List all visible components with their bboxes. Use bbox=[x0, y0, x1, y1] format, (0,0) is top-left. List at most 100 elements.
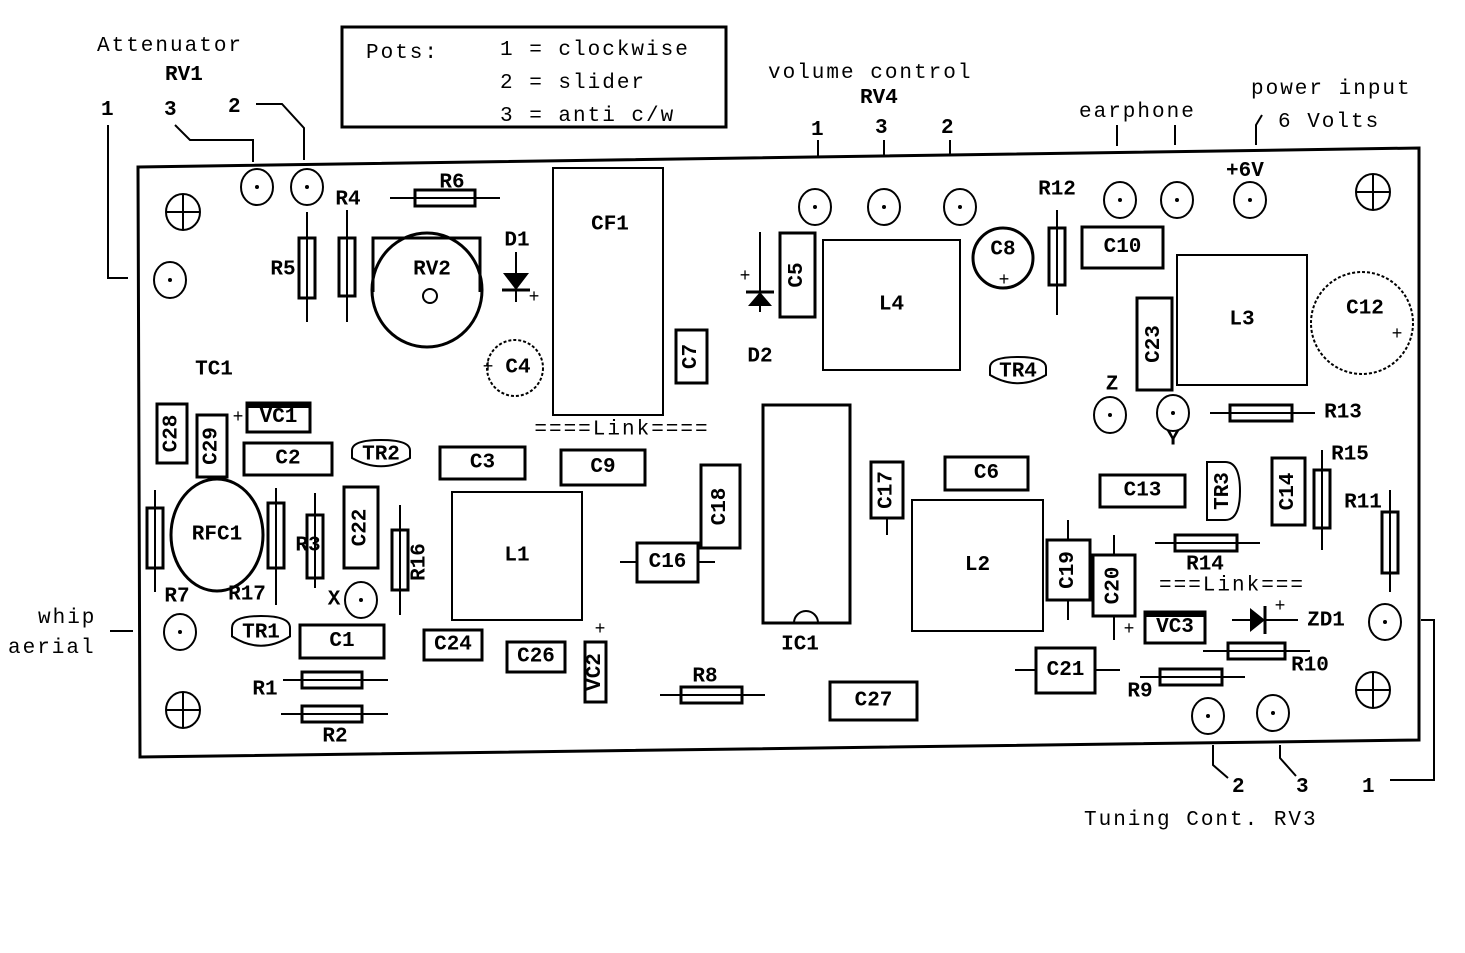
part-l4 bbox=[822, 239, 961, 371]
solder-pad bbox=[1156, 394, 1190, 432]
label-link1: ====Link==== bbox=[534, 419, 709, 442]
pad-hole bbox=[168, 278, 172, 282]
part-cf1 bbox=[552, 167, 664, 416]
rv4-label: RV4 bbox=[860, 87, 898, 110]
label-tc1: TC1 bbox=[195, 359, 233, 382]
label-rv2: RV2 bbox=[413, 259, 451, 282]
resistor-r17 bbox=[266, 501, 286, 570]
rv2-wiper-icon bbox=[422, 288, 438, 304]
pad-hole bbox=[1108, 413, 1112, 417]
transistor-tr3 bbox=[1206, 461, 1242, 521]
label-vc2: VC2 bbox=[584, 653, 607, 691]
label-r13: R13 bbox=[1324, 402, 1362, 425]
label-c19: C19 bbox=[1057, 551, 1080, 589]
mounting-hole-cross bbox=[166, 692, 200, 728]
resistor-r6 bbox=[413, 188, 477, 208]
solder-pad bbox=[1256, 694, 1290, 732]
label-c4: C4 bbox=[505, 357, 530, 380]
label-r12: R12 bbox=[1038, 179, 1076, 202]
plus-sign: + bbox=[529, 288, 540, 308]
label-d2: D2 bbox=[747, 346, 772, 369]
label-r1: R1 bbox=[252, 679, 277, 702]
resistor-r3 bbox=[305, 513, 325, 580]
label-c5: C5 bbox=[786, 262, 809, 287]
label-c24: C24 bbox=[434, 634, 472, 657]
label-c20: C20 bbox=[1103, 567, 1126, 605]
label-r16: R16 bbox=[409, 543, 432, 581]
rv3-wire-3 bbox=[1279, 745, 1297, 777]
pad-hole bbox=[305, 185, 309, 189]
label-r15: R15 bbox=[1331, 444, 1369, 467]
power-input-label: power input bbox=[1251, 78, 1412, 101]
solder-pad bbox=[240, 168, 274, 206]
resistor-r11 bbox=[1380, 510, 1400, 575]
solder-pad bbox=[1160, 181, 1194, 219]
label-c8: C8 bbox=[990, 239, 1015, 262]
part-c22 bbox=[342, 485, 380, 570]
pad-hole bbox=[1206, 714, 1210, 718]
rv1-pin-3: 3 bbox=[164, 99, 177, 122]
rv3-pin-2: 2 bbox=[1232, 776, 1245, 799]
label-c29: C29 bbox=[201, 427, 224, 465]
label-r17: R17 bbox=[228, 584, 266, 607]
solder-pad bbox=[153, 261, 187, 299]
six-volts-label: 6 Volts bbox=[1278, 111, 1380, 134]
legend-line-2: 2 = slider bbox=[500, 72, 646, 95]
part-c7 bbox=[674, 328, 709, 385]
rv3-pin-3: 3 bbox=[1296, 776, 1309, 799]
plus-6v-label: +6V bbox=[1226, 160, 1264, 183]
rv3-pin-1: 1 bbox=[1362, 776, 1375, 799]
label-c7: C7 bbox=[680, 344, 703, 369]
resistor-r14 bbox=[1173, 533, 1239, 553]
label-c3: C3 bbox=[470, 452, 495, 475]
part-c3 bbox=[438, 445, 527, 481]
solder-pad bbox=[1233, 181, 1267, 219]
board-outline bbox=[136, 146, 1421, 759]
label-r11: R11 bbox=[1344, 492, 1382, 515]
resistor-r7 bbox=[145, 506, 165, 570]
label-c28: C28 bbox=[161, 415, 184, 453]
volume-control-label: volume control bbox=[768, 62, 972, 85]
label-l1: L1 bbox=[504, 545, 529, 568]
resistor-r15 bbox=[1312, 468, 1332, 530]
pad-hole bbox=[882, 205, 886, 209]
part-c28 bbox=[155, 402, 189, 465]
diode-zd1-icon bbox=[1250, 608, 1265, 632]
legend-line-1: 1 = clockwise bbox=[500, 39, 690, 62]
label-r3: R3 bbox=[295, 535, 320, 558]
part-c23 bbox=[1135, 296, 1174, 392]
rv1-pin-2: 2 bbox=[228, 96, 241, 119]
label-zd1: ZD1 bbox=[1307, 610, 1345, 633]
rv1-wire-1 bbox=[107, 125, 128, 279]
aerial-label: aerial bbox=[8, 637, 96, 660]
transistor-tr2 bbox=[351, 438, 411, 468]
pots-legend: Pots: 1 = clockwise 2 = slider 3 = anti … bbox=[340, 25, 728, 129]
power-wire bbox=[1255, 114, 1263, 145]
mounting-hole-cross bbox=[166, 194, 200, 230]
label-tr3: TR3 bbox=[1212, 472, 1235, 510]
rv3-wire-2 bbox=[1212, 745, 1229, 779]
label-l4: L4 bbox=[879, 294, 904, 317]
label-tr1: TR1 bbox=[242, 622, 280, 645]
label-c26: C26 bbox=[517, 646, 555, 669]
label-c9: C9 bbox=[590, 456, 615, 479]
label-vc1: VC1 bbox=[260, 406, 298, 429]
label-r14: R14 bbox=[1186, 554, 1224, 577]
label-rfc1: RFC1 bbox=[192, 524, 242, 547]
label-d1: D1 bbox=[504, 230, 529, 253]
label-c22: C22 bbox=[350, 509, 373, 547]
resistor-r5 bbox=[297, 236, 317, 300]
plus-sign: + bbox=[233, 408, 244, 428]
transistor-tr4 bbox=[989, 355, 1047, 385]
rv3-wire-1 bbox=[1390, 619, 1435, 781]
label-r4: R4 bbox=[335, 189, 360, 212]
part-c27 bbox=[828, 680, 919, 722]
label-r6: R6 bbox=[439, 172, 464, 195]
part-rv2 bbox=[370, 231, 484, 349]
resistor-r1 bbox=[300, 670, 364, 690]
label-link2: ===Link=== bbox=[1159, 575, 1305, 598]
part-l3 bbox=[1176, 254, 1308, 386]
part-c6 bbox=[943, 455, 1030, 492]
pad-hole bbox=[1248, 198, 1252, 202]
pad-hole bbox=[1383, 620, 1387, 624]
